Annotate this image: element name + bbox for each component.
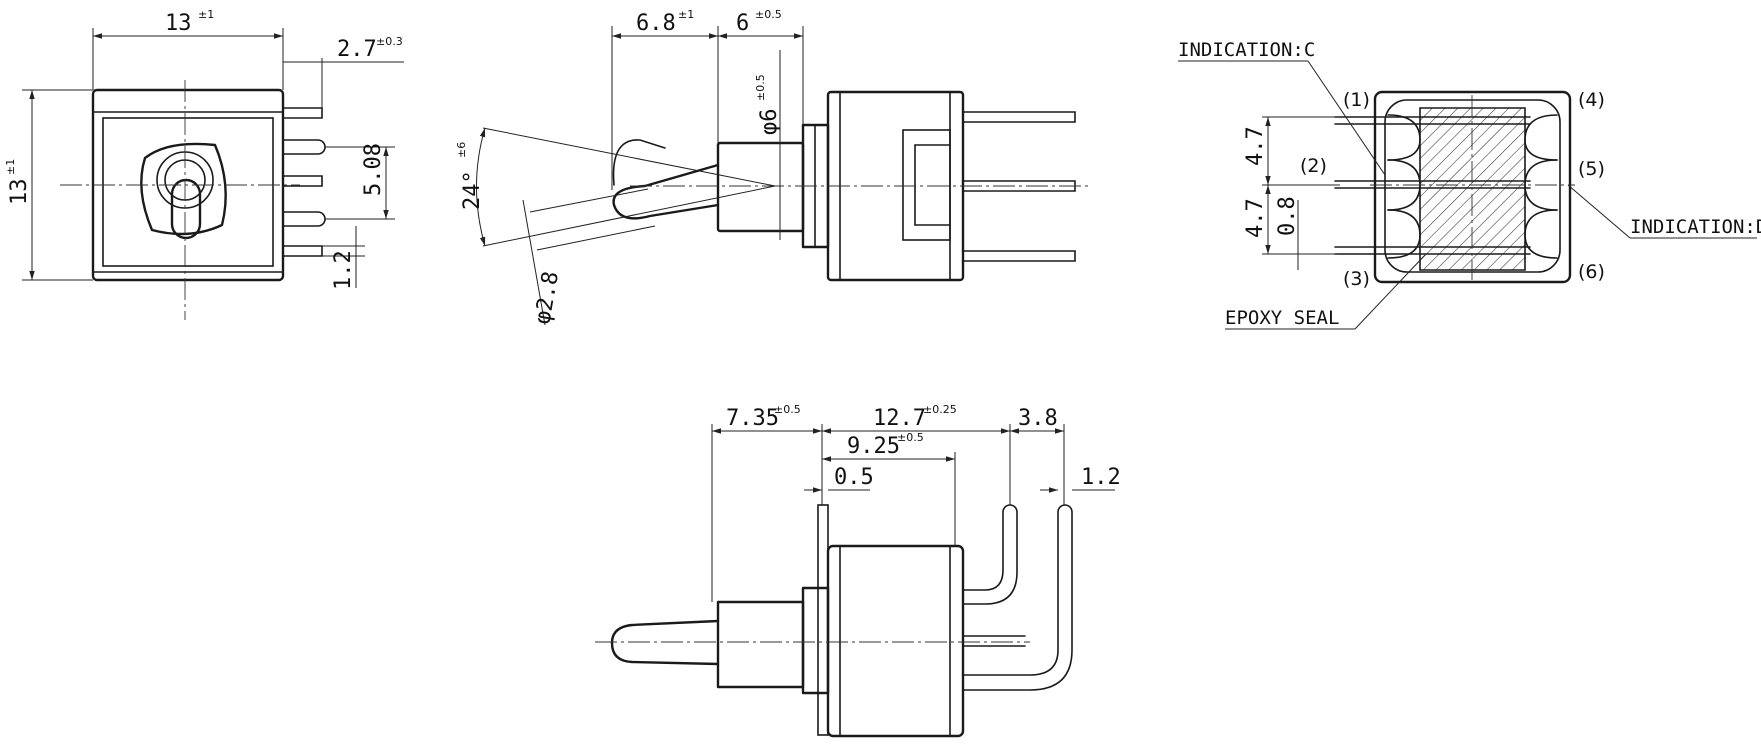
indication-c-leader <box>1307 60 1386 176</box>
pin-offset-value: 2.7 <box>337 37 377 62</box>
angle-dimension <box>476 127 486 247</box>
bottom-body-value: 12.7 <box>873 406 926 431</box>
rear-pitch-2-value: 4.7 <box>1243 198 1268 238</box>
angle-tolerance: ±6 <box>455 142 468 158</box>
bushing-length-value: 6 <box>736 11 749 36</box>
bottom-pin-1 <box>962 504 1018 605</box>
bottom-bushing <box>716 600 805 689</box>
front-width-value: 13 <box>165 11 192 36</box>
side-bushing <box>716 141 805 233</box>
side-inner-detail <box>902 129 951 241</box>
bottom-pin-value: 1.2 <box>1081 465 1121 490</box>
lever-length-value: 6.8 <box>636 11 676 36</box>
bottom-lever <box>610 619 720 666</box>
bottom-lever-value: 7.35 <box>726 406 779 431</box>
bottom-body <box>826 544 965 738</box>
pin-label-1: (1) <box>1343 89 1370 111</box>
side-pin-bot <box>962 250 1076 262</box>
rear-pitch-1-value: 4.7 <box>1243 126 1268 166</box>
bottom-inner-tolerance: ±0.5 <box>897 431 924 444</box>
pin-label-2: (2) <box>1300 155 1327 177</box>
tip-diameter-value: φ2.8 <box>530 270 564 327</box>
pitch-value: 5.08 <box>361 143 386 196</box>
bottom-bend-value: 3.8 <box>1018 406 1058 431</box>
pin-label-4: (4) <box>1578 89 1605 111</box>
epoxy-seal-label: EPOXY SEAL <box>1225 307 1339 329</box>
pin-offset-tolerance: ±0.3 <box>376 35 403 48</box>
pin-width-value: 1.2 <box>331 250 356 290</box>
lever-length-tolerance: ±1 <box>678 8 694 21</box>
bottom-body-tolerance: ±0.25 <box>923 403 957 416</box>
front-width-tolerance: ±1 <box>198 8 214 21</box>
front-inner-frame <box>102 117 274 267</box>
front-lever <box>170 178 202 240</box>
side-view: 6.8 ±1 6 ±0.5 φ6 ±0.5 24° ±6 φ2.8 <box>455 8 1090 326</box>
bottom-lever-tolerance: ±0.5 <box>774 403 801 416</box>
front-view: 13 ±1 13 ±1 2.7 ±0.3 5.08 1.2 <box>4 8 404 320</box>
front-pin-4 <box>282 211 326 227</box>
front-bushing <box>140 142 227 236</box>
side-lever-alt-position <box>612 139 666 186</box>
pin-label-6: (6) <box>1578 261 1605 283</box>
pin-label-5: (5) <box>1578 158 1605 180</box>
epoxy-seal-area <box>1419 107 1526 271</box>
rear-inner <box>1384 99 1561 273</box>
tip-diameter-dimension <box>522 199 546 326</box>
indication-d-label: INDICATION:D <box>1630 216 1761 238</box>
side-lever <box>612 163 720 220</box>
bushing-length-tolerance: ±0.5 <box>755 8 782 21</box>
bottom-pin-3 <box>962 504 1073 691</box>
bushing-diameter-tolerance: ±0.5 <box>754 74 767 101</box>
rear-pin-value: 0.8 <box>1275 196 1300 236</box>
side-pin-top <box>962 111 1076 123</box>
pin-label-3: (3) <box>1343 268 1370 290</box>
front-height-value: 13 <box>7 179 32 206</box>
indication-d-leader <box>1567 184 1631 239</box>
epoxy-seal-leader <box>1354 254 1426 330</box>
rear-view: (1) (2) (3) (4) (5) (6) INDICATION:C IND… <box>1178 39 1761 330</box>
bottom-plate <box>817 504 829 736</box>
indication-c-label: INDICATION:C <box>1178 39 1315 61</box>
front-pin-2 <box>282 139 326 155</box>
front-pin-1 <box>282 107 323 119</box>
front-pin-5 <box>282 245 323 257</box>
front-height-tolerance: ±1 <box>4 159 17 175</box>
bushing-diameter-value: φ6 <box>757 109 782 136</box>
angle-value: 24° <box>460 170 485 210</box>
bottom-plate-value: 0.5 <box>834 465 874 490</box>
bottom-view: 7.35 ±0.5 12.7 ±0.25 3.8 9.25 ±0.5 0.5 1… <box>595 403 1121 738</box>
bottom-inner-value: 9.25 <box>847 434 900 459</box>
bottom-nut <box>801 586 830 695</box>
front-pin-3 <box>282 175 323 187</box>
